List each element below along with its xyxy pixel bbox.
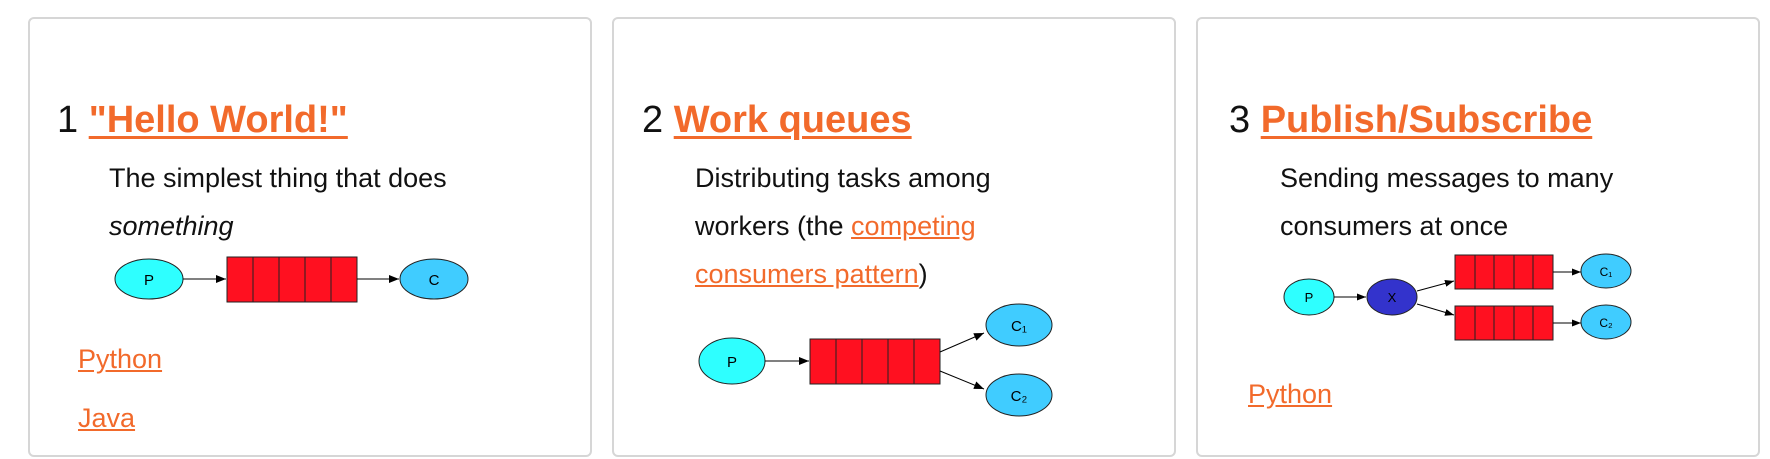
consumer-1-node (1580, 253, 1632, 289)
queue-1-icon (1454, 254, 1554, 290)
consumer-1-node (985, 303, 1053, 347)
tutorial-title: 2 Work queues (642, 99, 912, 142)
tutorial-title: 3 Publish/Subscribe (1229, 99, 1592, 142)
python-link[interactable]: Python (1248, 379, 1333, 409)
tutorial-card-3: 3 Publish/Subscribe Sending messages to … (1196, 17, 1760, 457)
tutorial-description: Sending messages to many consumers at on… (1280, 154, 1640, 250)
tutorial-link-publish-subscribe[interactable]: Publish/Subscribe (1260, 99, 1593, 141)
tutorial-number: 3 (1229, 99, 1251, 141)
tutorial-title: 1 "Hello World!" (57, 99, 348, 142)
queue-icon (809, 338, 941, 385)
tutorial-number: 2 (642, 99, 664, 141)
consumer-2-label: C₂ (1011, 388, 1028, 405)
producer-label: P (144, 272, 154, 289)
producer-label: P (727, 354, 737, 371)
competing-consumers-link[interactable]: competing consumers pattern (695, 211, 976, 289)
tutorial-link-work-queues[interactable]: Work queues (673, 99, 912, 141)
tutorial-description: Distributing tasks among workers (the co… (695, 154, 1055, 298)
tutorial-link-hello-world[interactable]: "Hello World!" (88, 99, 348, 141)
tutorial-card-1: 1 "Hello World!" The simplest thing that… (28, 17, 592, 457)
work-queues-diagram: P C₁ C₂ (698, 303, 1053, 417)
consumer-2-node (1580, 304, 1632, 340)
python-link[interactable]: Python (78, 344, 163, 374)
description-text: Sending messages to many consumers at on… (1280, 163, 1614, 241)
consumer-label: C (429, 272, 440, 289)
tutorial-description: The simplest thing that does something (109, 154, 529, 250)
description-text: Distributing tasks among workers (the (695, 163, 991, 241)
exchange-label: X (1388, 290, 1397, 305)
consumer-node (399, 258, 469, 300)
description-text: The simplest thing that does (109, 163, 447, 193)
consumer-1-label: C₁ (1600, 265, 1613, 279)
consumer-1-label: C₁ (1011, 318, 1027, 335)
java-link[interactable]: Java (78, 403, 136, 433)
consumer-2-label: C₂ (1599, 316, 1613, 330)
description-text-end: ) (918, 259, 928, 289)
consumer-2-node (985, 373, 1053, 417)
description-emphasis: something (109, 211, 234, 241)
hello-world-diagram: P C (114, 256, 469, 303)
queue-icon (226, 256, 358, 303)
exchange-node (1366, 278, 1418, 316)
tutorial-number: 1 (57, 99, 79, 141)
producer-label: P (1305, 290, 1314, 305)
tutorial-card-2: 2 Work queues Distributing tasks among w… (612, 17, 1176, 457)
publish-subscribe-diagram: P X C₁ C₂ (1283, 253, 1632, 341)
queue-2-icon (1454, 305, 1554, 341)
